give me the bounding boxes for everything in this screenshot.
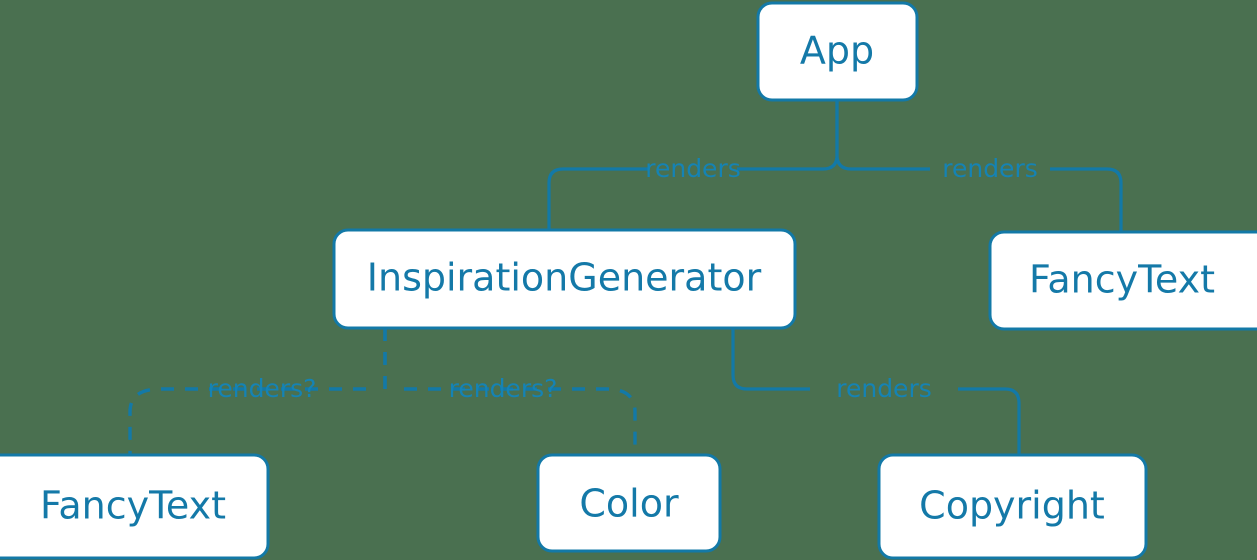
node-fancytext-bottom[interactable]: FancyText <box>0 453 270 560</box>
node-app[interactable]: App <box>756 1 919 102</box>
node-inspirationgenerator[interactable]: InspirationGenerator <box>332 228 797 330</box>
edge-label-inspirationgenerator-copyright: renders <box>836 374 932 403</box>
node-color-box[interactable] <box>536 453 722 553</box>
edge-inspirationgenerator-to-copyright <box>731 328 1021 455</box>
node-copyright-label: Copyright <box>919 484 1105 528</box>
edge-labels-layer: renders renders renders? renders? render… <box>208 154 1038 403</box>
edges-layer <box>128 100 1123 455</box>
edge-app-to-fancytext-right <box>835 100 1123 232</box>
edge-inspirationgenerator-to-color <box>383 328 637 455</box>
node-app-label: App <box>800 29 874 73</box>
node-copyright-box[interactable] <box>877 453 1148 560</box>
node-app-box[interactable] <box>756 1 919 102</box>
node-fancytext-right-box[interactable] <box>988 230 1257 331</box>
node-inspirationgenerator-label: InspirationGenerator <box>367 256 762 300</box>
edge-label-app-fancytext: renders <box>942 154 1038 183</box>
edge-label-inspirationgenerator-fancytext: renders? <box>208 374 317 403</box>
node-color-label: Color <box>579 482 679 526</box>
edge-label-inspirationgenerator-color: renders? <box>449 374 558 403</box>
node-fancytext-right[interactable]: FancyText <box>988 230 1257 331</box>
node-fancytext-bottom-box[interactable] <box>0 453 270 560</box>
node-fancytext-bottom-label: FancyText <box>40 484 226 528</box>
node-copyright[interactable]: Copyright <box>877 453 1148 560</box>
edge-label-app-inspirationgenerator: renders <box>645 154 741 183</box>
node-color[interactable]: Color <box>536 453 722 553</box>
node-inspirationgenerator-box[interactable] <box>332 228 797 330</box>
node-fancytext-right-label: FancyText <box>1029 258 1215 302</box>
